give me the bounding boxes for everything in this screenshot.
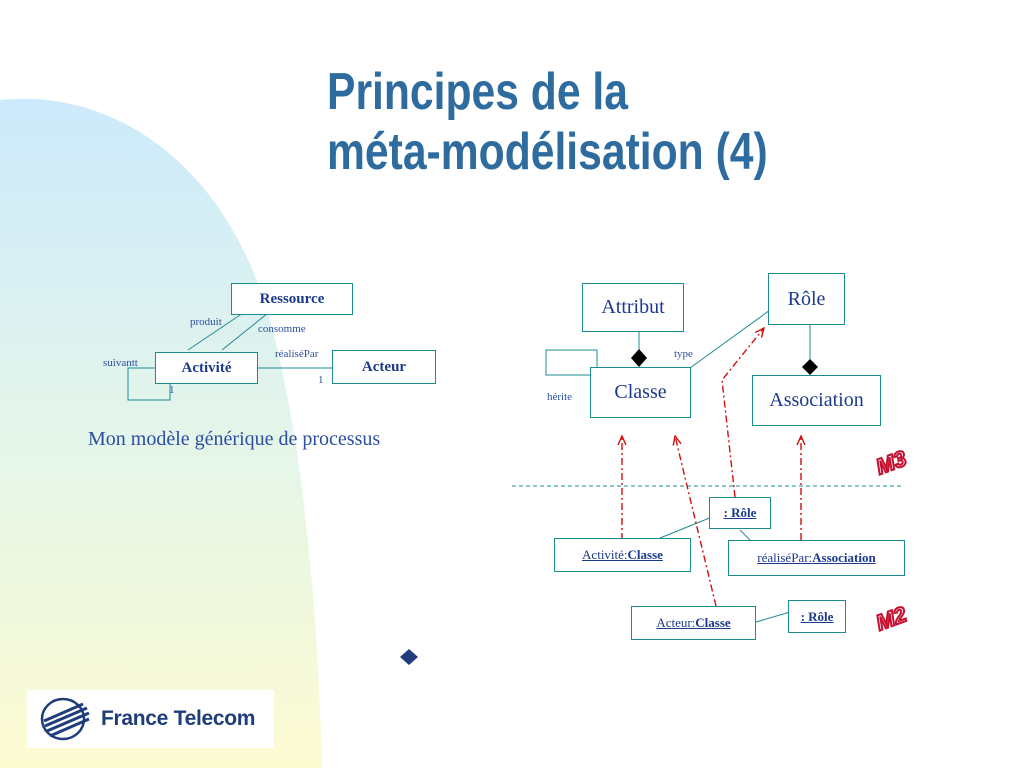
activite-box: Activité (155, 352, 258, 384)
title-line-2: méta-modélisation (4) (327, 123, 768, 181)
suivantt-label: suivantt (103, 357, 138, 369)
ressource-box: Ressource (231, 283, 353, 315)
france-telecom-emblem-icon (40, 697, 90, 741)
role-instance-box-2: : Rôle (788, 600, 846, 633)
produit-label: produit (190, 316, 222, 328)
herite-label: hérite (547, 391, 573, 403)
activite-role-link (659, 516, 713, 539)
role-realisepar-link (739, 529, 751, 541)
consomme-association (221, 312, 269, 351)
acteur-role-link (755, 611, 791, 623)
realisepar-association-box: réaliséPar:Association (728, 540, 905, 576)
activite-classe-box: Activité:Classe (554, 538, 691, 572)
produit-association (187, 312, 244, 351)
acteur-multiplicity: 1 (318, 374, 324, 386)
acteur-instanceof-arrow (675, 436, 717, 607)
title-line-1: Principes de la (327, 63, 628, 121)
association-box: Association (752, 375, 881, 426)
realisepar-instance-type: Association (812, 550, 876, 565)
classe-role-type-link (689, 309, 771, 369)
consomme-label: consomme (258, 323, 306, 335)
role-box: Rôle (768, 273, 845, 325)
attribut-box: Attribut (582, 283, 684, 332)
realisepar-label: réaliséPar (275, 348, 319, 360)
activite-instance-type: Classe (627, 547, 663, 562)
acteur-classe-box: Acteur: Classe (631, 606, 756, 640)
diagram-caption: Mon modèle générique de processus (88, 428, 381, 450)
association-diamond (802, 359, 818, 375)
bullet-diamond (400, 649, 418, 665)
france-telecom-logo: France Telecom (27, 690, 274, 748)
realisepar-instance-name: réaliséPar: (757, 550, 813, 565)
classe-box: Classe (590, 367, 691, 418)
acteur-box: Acteur (332, 350, 436, 384)
activite-multiplicity: 1 (169, 384, 175, 396)
acteur-instance-name: Acteur: (656, 615, 696, 630)
acteur-instance-type: Classe (695, 615, 731, 630)
slide-title: Principes de la méta-modélisation (4) (327, 62, 768, 182)
logo-text: France Telecom (101, 707, 256, 730)
herite-self-association (545, 349, 598, 376)
suivantt-self-association (127, 367, 171, 401)
type-label: type (674, 348, 693, 360)
activite-instance-name: Activité: (582, 547, 628, 562)
role-instance-box-1: : Rôle (709, 497, 771, 529)
attribut-diamond (631, 349, 647, 367)
